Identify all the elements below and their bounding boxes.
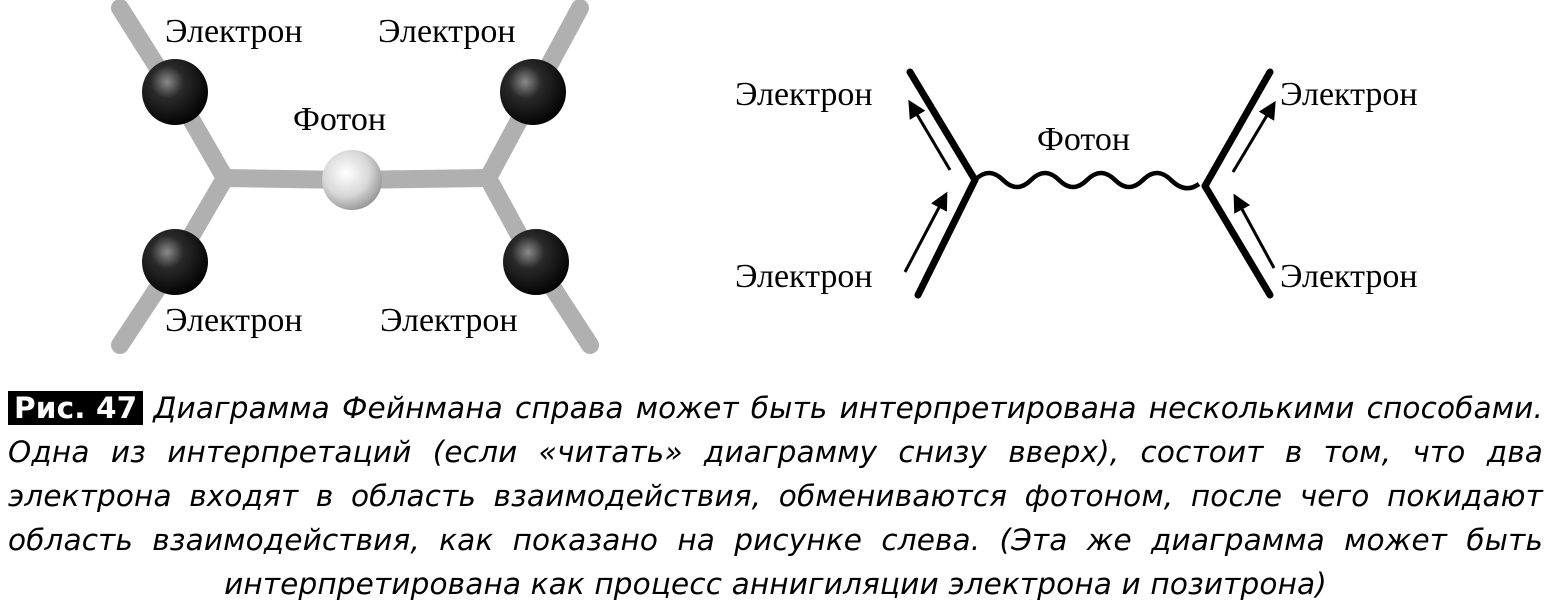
electron-ball-bottom-left xyxy=(142,229,208,295)
electron-line-top-left xyxy=(906,68,979,184)
arrow-top-right xyxy=(1231,100,1276,173)
right-label-top-right: Электрон xyxy=(1280,76,1418,113)
electron-ball-top-left xyxy=(142,59,208,125)
right-label-top-left: Электрон xyxy=(735,76,873,113)
caption-text: Диаграмма Фейнмана справа может быть инт… xyxy=(8,391,1543,601)
left-label-photon: Фотон xyxy=(293,101,386,138)
arrow-bottom-left xyxy=(903,191,948,273)
electron-line-bottom-right xyxy=(1201,182,1274,299)
electron-line-top-right xyxy=(1201,68,1274,190)
photon-wave xyxy=(973,170,1201,191)
left-label-bottom-left: Электрон xyxy=(165,302,303,339)
electron-ball-bottom-right xyxy=(503,229,569,295)
right-label-bottom-left: Электрон xyxy=(735,258,873,295)
electron-ball-top-right xyxy=(500,59,566,125)
left-label-top-right: Электрон xyxy=(378,13,516,50)
right-label-bottom-right: Электрон xyxy=(1280,258,1418,295)
left-label-top-left: Электрон xyxy=(165,13,303,50)
figure: Электрон Электрон Фотон Электрон Электро… xyxy=(111,0,1418,354)
left-label-bottom-right: Электрон xyxy=(380,302,518,339)
figure-number-badge: Рис. 47 xyxy=(8,391,144,425)
right-label-photon: Фотон xyxy=(1037,121,1130,158)
right-diagram: Электрон Электрон Фотон Электрон Электро… xyxy=(735,68,1418,299)
electron-line-bottom-left xyxy=(914,176,979,299)
left-diagram: Электрон Электрон Фотон Электрон Электро… xyxy=(111,0,599,354)
photon-ball xyxy=(322,150,382,210)
arrow-top-left xyxy=(908,99,952,171)
arrow-bottom-right xyxy=(1233,193,1276,269)
